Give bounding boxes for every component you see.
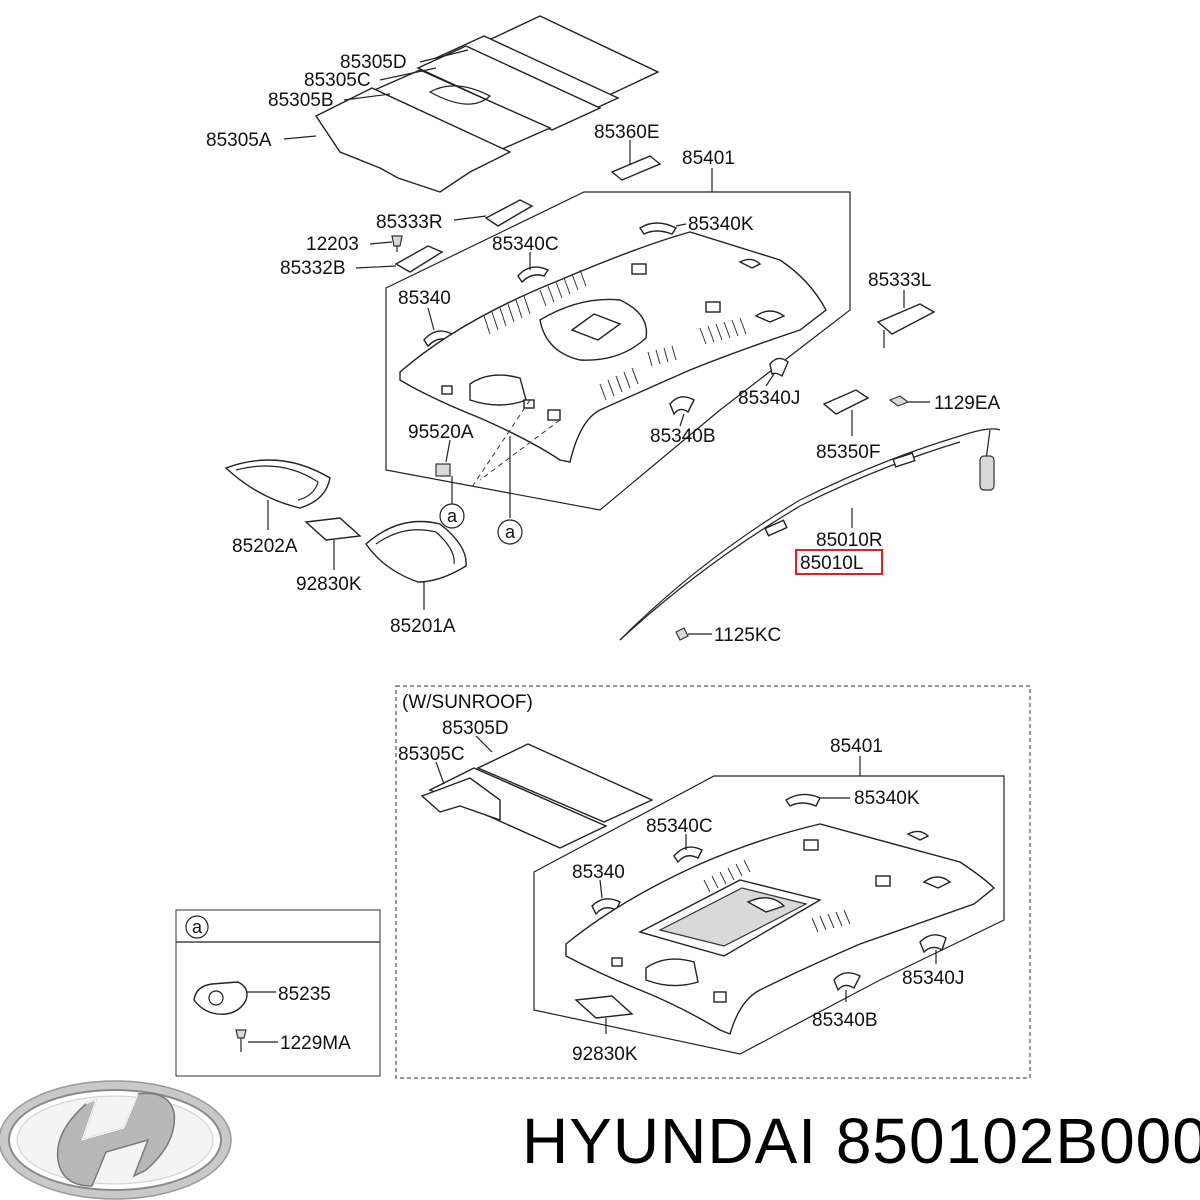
- grab-handle-85340J: [769, 357, 789, 378]
- sr-label-85340C: 85340C: [646, 816, 713, 837]
- roof-panel-85305A: [314, 85, 512, 193]
- sunroof-headliner-85401: [565, 823, 996, 1035]
- label-85340B: 85340B: [650, 426, 716, 447]
- label-85333R: 85333R: [376, 212, 443, 233]
- callout-a-1: a: [439, 503, 465, 529]
- sr-label-92830K: 92830K: [572, 1044, 638, 1065]
- label-1229MA: 1229MA: [280, 1033, 351, 1054]
- grab-handle-85340B: [669, 396, 695, 416]
- label-1129EA: 1129EA: [934, 393, 1001, 414]
- label-12203: 12203: [306, 234, 359, 255]
- bracket-85360E: [610, 140, 662, 181]
- label-85340C: 85340C: [492, 234, 559, 255]
- dash-callout-2: [469, 399, 531, 491]
- sr-leader-85305C: [435, 761, 445, 785]
- bracket-85350F: [822, 389, 870, 415]
- sr-leader-85305D: [475, 735, 493, 753]
- leader-85305B: [343, 93, 391, 101]
- sunroof-box: [395, 685, 1031, 1079]
- sun-visor-85202A: [224, 459, 331, 509]
- callout-a-1-text: a: [447, 506, 458, 526]
- bolt-1129EA: [888, 395, 910, 407]
- leader-85305A: [283, 135, 317, 140]
- label-92830K: 92830K: [296, 574, 362, 595]
- label-85401: 85401: [682, 148, 735, 169]
- highlight-box-85010L: [795, 549, 883, 575]
- label-95520A: 95520A: [408, 422, 474, 443]
- screw-1229MA: [235, 1029, 247, 1052]
- label-85305D: 85305D: [340, 52, 407, 73]
- detail-a-marker: a: [185, 915, 209, 939]
- label-85201A: 85201A: [390, 616, 456, 637]
- label-85340: 85340: [398, 288, 451, 309]
- bracket-85332B: [394, 245, 444, 273]
- leader-85332B: [355, 265, 397, 269]
- dash-callout-1: [479, 419, 561, 481]
- label-85010L: 85010L: [800, 553, 863, 574]
- sunroof-title: (W/SUNROOF): [402, 692, 533, 713]
- headliner-85401: [399, 231, 827, 463]
- label-85350F: 85350F: [816, 442, 880, 463]
- leader-85340: [427, 307, 435, 331]
- leader-85305C: [379, 67, 437, 81]
- sr-label-85340B: 85340B: [812, 1010, 878, 1031]
- grab-handle-85340K: [639, 222, 678, 235]
- leader-85340K: [675, 223, 687, 227]
- label-1125KC: 1125KC: [714, 625, 781, 646]
- leader-85305D: [419, 49, 469, 63]
- sr-label-85340J: 85340J: [902, 968, 964, 989]
- leader-85333R: [453, 215, 487, 221]
- sunroof-panel-85305D: [476, 743, 654, 823]
- lamp-95520A: [435, 463, 451, 477]
- sr-leader-85340: [599, 879, 603, 899]
- screw-12203: [391, 235, 403, 252]
- sr-label-85340: 85340: [572, 862, 625, 883]
- label-85010R: 85010R: [816, 530, 883, 551]
- sunroof-panel-85305C-2: [420, 777, 501, 821]
- callout-a-2: a: [497, 519, 523, 545]
- leader-95520A: [445, 439, 451, 463]
- label-85305A: 85305A: [206, 130, 272, 151]
- label-85360E: 85360E: [594, 122, 660, 143]
- label-85332B: 85332B: [280, 258, 346, 279]
- label-85340J: 85340J: [738, 388, 800, 409]
- sr-label-85305D: 85305D: [442, 718, 509, 739]
- grab-handle-85340C: [517, 266, 550, 284]
- hyundai-logo: [0, 1080, 232, 1200]
- sr-label-85340K: 85340K: [854, 788, 920, 809]
- callout-a-2-text: a: [505, 522, 516, 542]
- brand-part-number: HYUNDAI 850102B000: [522, 1105, 1200, 1177]
- label-85333L: 85333L: [868, 270, 931, 291]
- detail-a-marker-text: a: [192, 917, 203, 937]
- label-85235: 85235: [278, 984, 331, 1005]
- leader-85340J: [765, 373, 775, 387]
- leader-85340B: [679, 413, 685, 427]
- sr-grab-handle-85340J: [919, 934, 947, 954]
- sr-label-85401: 85401: [830, 736, 883, 757]
- bracket-85333L: [876, 303, 936, 335]
- holder-92830K: [304, 517, 362, 541]
- label-85305B: 85305B: [268, 90, 334, 111]
- label-85202A: 85202A: [232, 536, 298, 557]
- sr-grab-handle-85340C: [673, 846, 703, 864]
- clip-1125KC: [675, 627, 689, 641]
- leader-12203: [369, 241, 393, 245]
- lamp-holder-85235: [193, 981, 248, 1015]
- sr-grab-handle-85340B: [833, 972, 861, 992]
- curtain-airbag-85010: [619, 428, 1001, 641]
- sr-holder-92830K: [574, 995, 634, 1019]
- sun-visor-85201A: [365, 520, 467, 583]
- bracket-85333R: [484, 199, 534, 227]
- label-85340K: 85340K: [688, 214, 754, 235]
- label-85305C: 85305C: [304, 70, 371, 91]
- sr-grab-handle-85340K: [785, 793, 821, 807]
- detail-a-box: [175, 909, 381, 1077]
- roof-panel-85305C: [416, 35, 620, 131]
- sr-label-85305C: 85305C: [398, 744, 465, 765]
